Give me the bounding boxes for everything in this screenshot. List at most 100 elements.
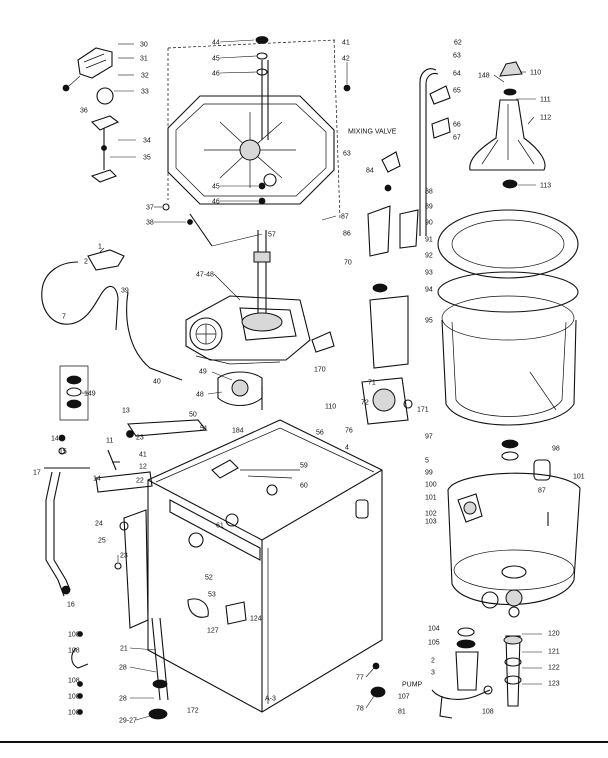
callout-label: 70: [344, 260, 352, 267]
callout-labels: 3031323334353637383940444546454647-48494…: [33, 40, 585, 725]
bottom-border-line: [0, 741, 608, 743]
callout-label: 108: [482, 709, 494, 716]
callout-label: 41: [342, 40, 350, 47]
callout-label: 3: [431, 670, 435, 677]
callout-label: 5: [425, 458, 429, 465]
callout-label: 86: [343, 231, 351, 238]
callout-label: 23: [120, 553, 128, 560]
callout-label: 46: [212, 199, 220, 206]
callout-label: 30: [140, 42, 148, 49]
callout-label: 102: [425, 511, 437, 518]
callout-label: 12: [139, 464, 147, 471]
callout-label: 72: [361, 400, 369, 407]
callout-label: 29-27: [119, 718, 137, 725]
callout-label: 32: [141, 73, 149, 80]
callout-label: 107: [398, 694, 410, 701]
callout-label: 36: [80, 108, 88, 115]
small-hardware-group: [71, 419, 208, 715]
callout-label: 28: [119, 665, 127, 672]
callout-label: 111: [540, 97, 551, 104]
callout-label: 84: [366, 168, 374, 175]
callout-label: 13: [122, 408, 130, 415]
callout-label: 60: [300, 483, 308, 490]
callout-label: 33: [141, 89, 149, 96]
callout-label: 98: [552, 446, 560, 453]
callout-label: 28: [119, 696, 127, 703]
snubber-rod: [154, 203, 263, 247]
callout-label: 42: [342, 56, 350, 63]
callout-label: 56: [316, 430, 324, 437]
callout-label: 123: [548, 681, 560, 688]
callout-label: 63: [343, 151, 351, 158]
callout-label: 67: [453, 135, 461, 142]
callout-label: 44: [212, 40, 220, 47]
callout-label: 62: [454, 40, 462, 47]
callout-label: 149: [84, 391, 96, 398]
callout-label: 53: [208, 592, 216, 599]
callout-label: 104: [428, 626, 440, 633]
drain-hose: [44, 434, 90, 597]
callout-label: 87: [341, 214, 349, 221]
valve-filter-stack: [59, 365, 89, 421]
callout-label: 35: [143, 155, 151, 162]
callout-label: 45: [212, 184, 220, 191]
callout-label: 99: [425, 470, 433, 477]
callout-label: 14: [93, 476, 101, 483]
callout-label: 31: [140, 56, 148, 63]
callout-label: 59: [300, 463, 308, 470]
callout-label: 120: [548, 631, 560, 638]
callout-label: 37: [146, 205, 154, 212]
callout-label: 21: [120, 646, 128, 653]
callout-label: 171: [417, 407, 429, 414]
mixing-valve-group: [311, 68, 451, 425]
callout-label: 148: [478, 73, 490, 80]
callout-label: 39: [121, 288, 129, 295]
base-plate-assembly: [167, 36, 351, 221]
callout-label: 48: [196, 392, 204, 399]
callout-label: 81: [398, 709, 406, 716]
callout-label: 92: [425, 253, 433, 260]
callout-label: 112: [540, 115, 551, 122]
callout-label: 23: [136, 435, 144, 442]
wash-tub: [437, 209, 579, 426]
callout-label: 47-48: [196, 272, 214, 279]
callout-label: 105: [428, 640, 440, 647]
callout-label: 110: [325, 404, 336, 411]
callout-label: 91: [425, 237, 433, 244]
callout-label: 61: [216, 523, 224, 530]
callout-label: 11: [106, 438, 113, 445]
callout-label: 88: [425, 189, 433, 196]
callout-label: 108: [68, 648, 80, 655]
callout-label: 40: [153, 379, 161, 386]
callout-label: 41: [139, 452, 147, 459]
callout-label: 122: [548, 665, 560, 672]
callout-label: 87: [538, 488, 546, 495]
callout-label: 2: [431, 658, 435, 665]
callout-label: 24: [95, 521, 103, 528]
callout-label: 95: [425, 318, 433, 325]
callout-label: 38: [146, 220, 154, 227]
callout-label: 184: [232, 428, 244, 435]
inlet-hose: [41, 247, 183, 381]
callout-label: 93: [425, 270, 433, 277]
callout-label: 113: [540, 183, 551, 190]
transmission-assembly: [185, 230, 311, 365]
callout-label: 4: [345, 445, 349, 452]
callout-label: 108: [68, 632, 80, 639]
callout-label: MIXING VALVE: [348, 129, 397, 136]
callout-label: 25: [98, 538, 106, 545]
outer-tub: [447, 439, 581, 618]
callout-label: 7: [62, 314, 66, 321]
leveling-feet: [365, 662, 386, 709]
cabinet: [147, 419, 383, 713]
callout-label: 147: [51, 436, 63, 443]
callout-label: 50: [189, 412, 197, 419]
callout-label: 170: [314, 367, 326, 374]
callout-label: 1: [98, 244, 102, 251]
callout-label: 101: [573, 474, 585, 481]
callout-label: 121: [548, 649, 560, 656]
callout-label: 57: [268, 232, 276, 239]
callout-label: 108: [68, 694, 80, 701]
motor-mount: [207, 371, 263, 410]
callout-label: 78: [356, 706, 364, 713]
